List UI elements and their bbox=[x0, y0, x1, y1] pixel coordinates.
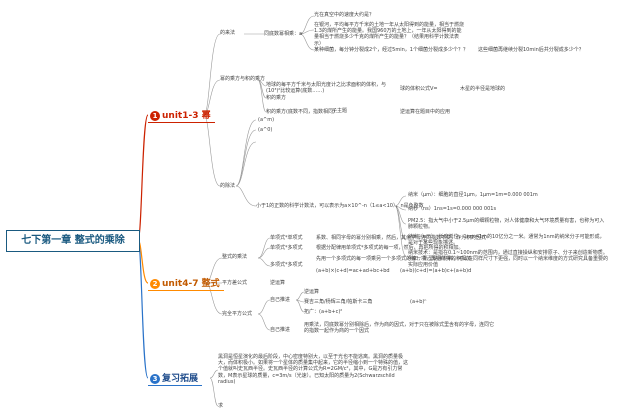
node-question-bacteria-followup[interactable]: 这些细菌再继续分裂10min后共分裂成多少个？ bbox=[478, 47, 584, 53]
node-mono-times-poly[interactable]: 单项式*多项式 bbox=[270, 245, 303, 251]
node-jupiter-radius[interactable]: 木星的半径是地球的 bbox=[460, 86, 506, 92]
node-poly-times-poly[interactable]: 多项式*多项式 bbox=[270, 262, 303, 268]
branch-label: unit1-3 幂 bbox=[162, 111, 211, 121]
node-difference-of-squares[interactable]: 平方差公式 bbox=[222, 280, 248, 286]
node-dos-inverse[interactable]: 逆运算 bbox=[270, 280, 286, 286]
node-perfect-square[interactable]: 完全平方公式 bbox=[222, 311, 253, 317]
node-sphere-volume[interactable]: 球的体积公式V= bbox=[400, 86, 438, 92]
node-formula-distribute[interactable]: (a+b)(c+d)=(a+b)c+(a+b)d bbox=[400, 268, 472, 274]
node-scientific-notation[interactable]: 小于1的正数的科学计数法，可以表示为a×10^-n（1≤a<10），n是负整数 bbox=[256, 203, 424, 209]
node-question-bacteria[interactable]: 某种细菌，每分钟分裂成2个，经过5min，1个细菌分裂成多少个？？ bbox=[314, 47, 468, 53]
node-ps-inverse[interactable]: 逆运算 bbox=[304, 289, 320, 295]
node-question-light-speed[interactable]: 光在真空中的速度大约是？ bbox=[314, 12, 375, 18]
node-poly-times-poly-rule[interactable]: 先用一个多项式的每一项乘另一个多项式的每一项，再把所得的积相加 bbox=[316, 256, 472, 262]
node-subtopic[interactable]: 子主题 bbox=[332, 108, 348, 114]
node-question-solar-energy[interactable]: 在银河，平均每平方千米的土地一年从太阳得到的能量，相当于燃烧1.3的煤所产生的能… bbox=[314, 22, 465, 47]
branch-number-badge: 2 bbox=[150, 278, 160, 289]
node-binomial-power[interactable]: (a+b)ⁿ bbox=[410, 299, 427, 305]
root-topic[interactable]: 七下第一章 整式的乘除 bbox=[6, 230, 140, 252]
node-nanotech[interactable]: 纳米技术：是指在0.1~100nm的范围内，通过直接操纵和安排原子、分子来创造新… bbox=[408, 250, 609, 269]
node-product-rule[interactable]: 积的乘方(底数不同，指数相同)： bbox=[266, 109, 340, 115]
node-a-m[interactable]: (a^m) bbox=[258, 117, 275, 123]
node-inverse-application[interactable]: 逆运算在题目中的应用 bbox=[400, 109, 451, 115]
branch-label: unit4-7 整式 bbox=[162, 279, 220, 289]
branch-number-badge: 1 bbox=[150, 110, 160, 121]
node-self-derive-2[interactable]: 自己推进 bbox=[270, 327, 291, 333]
node-a-zero[interactable]: (a^0) bbox=[258, 127, 273, 133]
node-mono-times-poly-rule[interactable]: 根据分配律用单项式*多项式的每一项，然后，再把所得的积相加。 bbox=[316, 245, 464, 251]
branch-label: 复习拓展 bbox=[162, 374, 199, 384]
node-division-rule[interactable]: 用乘法，同底数幂分别相除后，作为商的因式，对于只在被除式里含有的字母，连同它的指… bbox=[304, 322, 495, 335]
node-mono-times-mono-rule[interactable]: 系数、相同字母的幂分别相乘，然后，其余字母连同指数不变，作为积的因式 bbox=[316, 235, 487, 241]
node-pascal-triangle[interactable]: 赛吉三角/杨辉三角/帕斯卡三角 bbox=[304, 299, 373, 305]
node-polynomial-multiplication[interactable]: 整式的乘法 bbox=[222, 254, 248, 260]
node-power-of-product[interactable]: 积的乘方 bbox=[266, 95, 287, 101]
node-unit-micrometer[interactable]: 纳米（μm）：细胞的直径1μm，1μm=1m=0.000 001m bbox=[408, 192, 538, 198]
node-pm25[interactable]: PM2.5：指大气中小于2.5μm的细颗粒物，对人体健康和大气环境质量有害，也称… bbox=[408, 218, 605, 231]
node-power-question[interactable]: 地球的每平方千米与太阳光度计之比求面积的体积，与(10³)²比较运算(底数……) bbox=[266, 82, 387, 95]
node-black-hole-problem[interactable]: 黑洞是恒星演化的最后阶段，中心密度特别大，以至于光也不能逃离。黑洞的质量极大，而… bbox=[218, 354, 409, 385]
node-self-derive-1[interactable]: 自己推进 bbox=[270, 297, 291, 303]
node-power-of-power[interactable]: 幂的乘方与积的乘方 bbox=[220, 76, 266, 82]
node-extend-trinomial[interactable]: 拓广：(a+b+c)² bbox=[304, 309, 343, 315]
node-formula-expand[interactable]: (a+b)×(c+d)=ac+ad+bc+bd bbox=[316, 268, 390, 274]
node-unit-nanometer[interactable]: 纳米（nm）：长度单位，1nm=1m的10亿分之一米。通常为1nm的纳米分子可能… bbox=[408, 234, 605, 247]
node-mono-times-mono[interactable]: 单项式*单项式 bbox=[270, 235, 303, 241]
node-find[interactable]: 求 bbox=[218, 403, 224, 409]
node-same-base-multiply[interactable]: 同底数幂相乘：a bbox=[264, 31, 303, 37]
node-unit-nanosecond[interactable]: 纳秒（ns）1ns=1s=0.000 000 001s bbox=[408, 206, 497, 212]
node-division[interactable]: 的除法 bbox=[220, 183, 236, 189]
node-multiplication[interactable]: 的来法 bbox=[220, 30, 236, 36]
branch-number-badge: 3 bbox=[150, 373, 160, 384]
